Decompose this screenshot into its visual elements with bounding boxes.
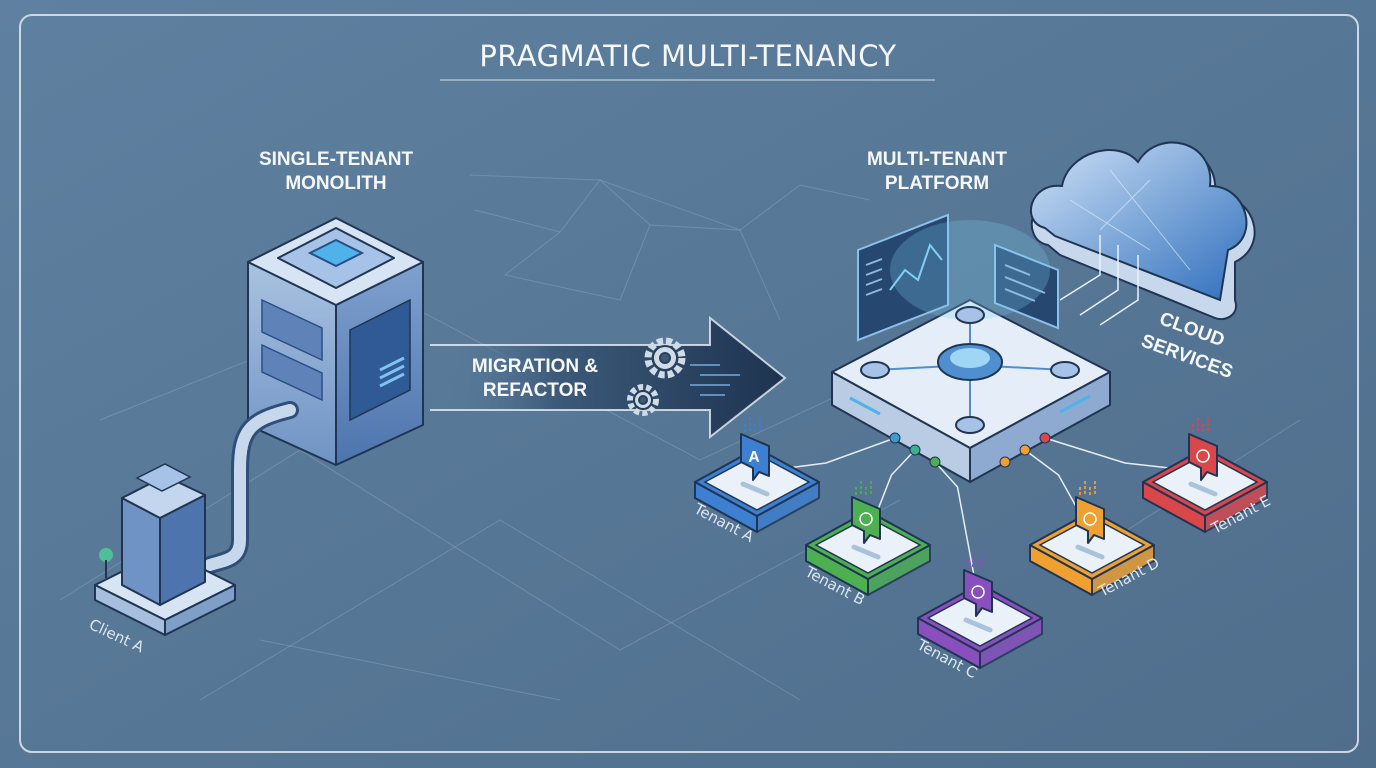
frame — [19, 14, 1359, 753]
monolith-subtitle: MONOLITH — [285, 173, 386, 194]
page-title: PRAGMATIC MULTI-TENANCY — [479, 39, 896, 73]
monolith-server — [247, 217, 424, 466]
tenant-badge-letter: A — [748, 449, 760, 466]
migration-arrow — [430, 315, 787, 440]
tenant-node-d — [1029, 481, 1155, 596]
migration-label-2: REFACTOR — [483, 380, 587, 401]
cloud-icon — [1029, 141, 1256, 326]
tenant-cable — [934, 461, 981, 609]
platform-title: MULTI-TENANT — [867, 149, 1007, 170]
database-icon — [1188, 433, 1218, 481]
tenant-node-e — [1142, 418, 1268, 533]
dashboard-screen — [857, 213, 949, 342]
code-screen — [994, 243, 1059, 330]
tenant-node-c — [917, 554, 1043, 669]
gears-icon — [963, 569, 993, 617]
monolith-title: SINGLE-TENANT — [259, 149, 414, 170]
tenant-node-b — [805, 481, 931, 596]
gears-icon — [627, 337, 686, 416]
migration-label-1: MIGRATION & — [472, 356, 599, 377]
tenant-node-a: A — [694, 418, 820, 533]
client-building — [94, 463, 236, 636]
globe-icon — [851, 496, 881, 544]
letter-a-icon: A — [740, 433, 770, 481]
hierarchy-icon — [1075, 496, 1105, 544]
platform-subtitle: PLATFORM — [885, 173, 989, 194]
platform-hub — [831, 220, 1111, 483]
